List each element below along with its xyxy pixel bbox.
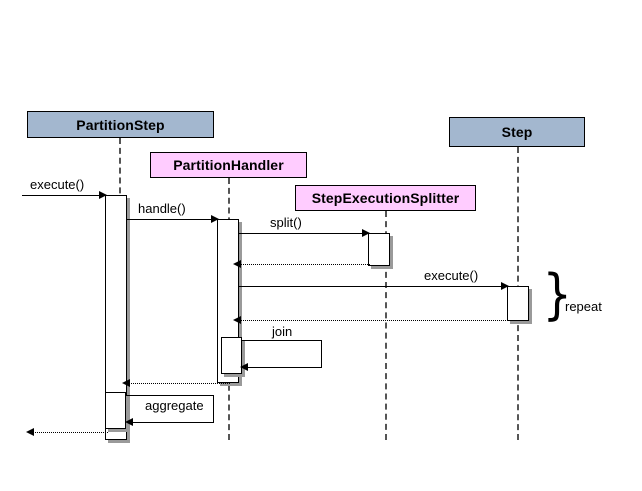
message-line-split-return (239, 264, 370, 265)
message-label-split: split() (270, 215, 302, 230)
message-label-aggregate: aggregate (144, 398, 205, 413)
message-line-execute-step (239, 286, 510, 287)
arrowhead-execute-step (501, 282, 509, 290)
activation-step (507, 286, 529, 321)
message-line-aggregate-side (213, 395, 214, 422)
arrowhead-split-return (233, 260, 241, 268)
message-line-final-return (32, 432, 108, 433)
arrowhead-final-return (26, 428, 34, 436)
message-line-execute-entry (22, 195, 107, 196)
message-line-join-bottom (248, 367, 322, 368)
activation-partition-handler-join (221, 337, 242, 374)
activation-partition-step (105, 195, 127, 440)
activation-partition-step-aggregate (105, 392, 126, 429)
participant-step-execution-splitter[interactable]: StepExecutionSplitter (295, 185, 476, 211)
arrowhead-split (362, 229, 370, 237)
message-line-aggregate-bottom (133, 422, 214, 423)
participant-label: PartitionStep (76, 116, 165, 133)
message-line-join-top (241, 340, 322, 341)
lifeline-step-execution-splitter (385, 211, 387, 440)
message-label-join: join (272, 324, 293, 339)
message-label-handle: handle() (138, 201, 186, 216)
arrowhead-execute-step-return (233, 316, 241, 324)
repeat-label: repeat (565, 299, 602, 314)
participant-label: StepExecutionSplitter (311, 190, 460, 206)
arrowhead-execute-entry (99, 191, 107, 199)
message-line-split (239, 233, 370, 234)
arrowhead-aggregate (125, 418, 133, 426)
participant-label: Step (501, 124, 533, 140)
participant-partition-step[interactable]: PartitionStep (27, 111, 214, 138)
activation-step-execution-splitter (368, 233, 390, 266)
message-line-execute-step-return (239, 320, 510, 321)
arrowhead-join (240, 363, 248, 371)
message-line-join-side (321, 340, 322, 367)
participant-partition-handler[interactable]: PartitionHandler (150, 152, 307, 178)
message-line-aggregate-top (126, 395, 214, 396)
message-label-execute-entry: execute() (30, 177, 85, 192)
arrowhead-handle (211, 215, 219, 223)
message-line-handle (127, 219, 219, 220)
message-line-handle-return (128, 383, 230, 384)
participant-step[interactable]: Step (449, 117, 585, 147)
participant-label: PartitionHandler (173, 157, 284, 173)
message-label-execute-step: execute() (424, 268, 479, 283)
arrowhead-handle-return (122, 379, 130, 387)
repeat-brace-icon: } (542, 263, 572, 326)
